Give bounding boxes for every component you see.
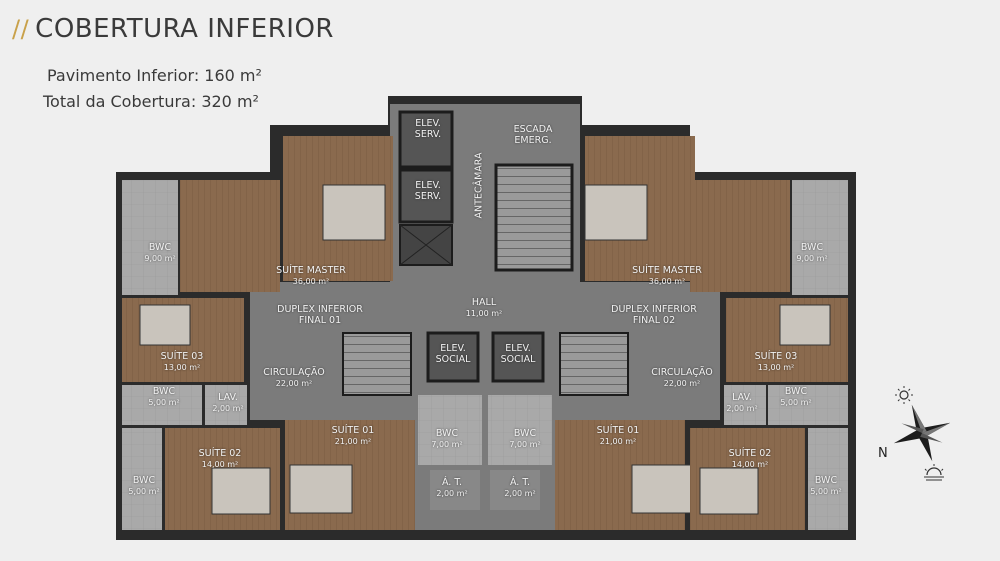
- elevator-service-1: [398, 110, 454, 169]
- info-total: Total da Cobertura: 320 m²: [43, 92, 259, 111]
- title-text: COBERTURA INFERIOR: [35, 14, 334, 44]
- hall-area: [250, 282, 720, 420]
- bed-master-left: [322, 184, 386, 241]
- label-elev-social-2: ELEV.SOCIAL: [500, 343, 536, 365]
- label-lav-r: LAV.2,00 m²: [726, 392, 758, 413]
- elevator-service-2: [398, 168, 454, 224]
- label-elev-serv-2: ELEV.SERV.: [414, 180, 442, 202]
- emergency-stair: [494, 163, 574, 272]
- elevator-social-1: [426, 331, 480, 383]
- duplex-stair-right: [559, 332, 629, 396]
- label-antecamara: ANTECÂMARA: [473, 152, 485, 219]
- bed-master-right: [584, 184, 648, 241]
- sunset-icon: [924, 464, 944, 481]
- label-at-r: Á. T.2,00 m²: [504, 477, 536, 498]
- duplex-stair-left: [342, 332, 412, 396]
- compass-rose-icon: N: [878, 386, 951, 481]
- label-at-l: Á. T.2,00 m²: [436, 477, 468, 498]
- north-label: N: [878, 446, 888, 461]
- info-lower-floor: Pavimento Inferior: 160 m²: [47, 66, 262, 85]
- bwc-top-left: [122, 180, 178, 295]
- title-slashes: //: [12, 15, 30, 43]
- label-elev-serv-1: ELEV.SERV.: [414, 118, 442, 140]
- label-lav-l: LAV.2,00 m²: [212, 392, 244, 413]
- sun-icon: [895, 386, 913, 404]
- label-elev-social-1: ELEV.SOCIAL: [435, 343, 471, 365]
- page-title: //COBERTURA INFERIOR: [12, 14, 334, 44]
- bwc-top-right: [792, 180, 848, 295]
- elevator-social-2: [491, 331, 545, 383]
